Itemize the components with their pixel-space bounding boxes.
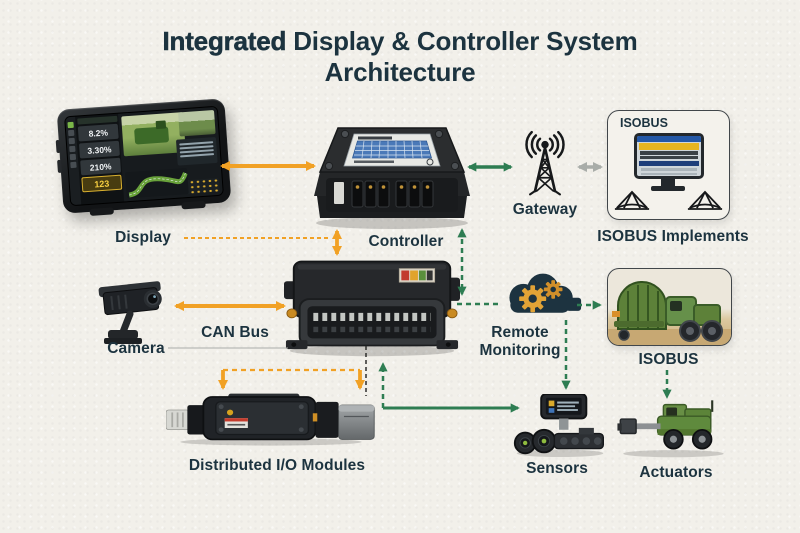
tablet-value-4: 123 xyxy=(81,174,123,193)
controller-device xyxy=(314,127,470,229)
tablet-value-1: 8.2% xyxy=(77,123,119,142)
monitor-stand xyxy=(661,179,675,186)
io-label xyxy=(224,418,248,428)
controller-connectors xyxy=(351,180,434,208)
actuators-vehicle-icon xyxy=(617,400,724,458)
can-bus-label: CAN Bus xyxy=(201,324,269,341)
tablet-info-panel xyxy=(175,136,218,166)
tablet-value-2: 3.30% xyxy=(78,140,120,159)
controller-screws xyxy=(324,129,460,171)
io-modules-label: Distributed I/O Modules xyxy=(188,457,366,474)
sensors-label: Sensors xyxy=(526,460,588,477)
guidance-path-icon xyxy=(128,172,188,198)
page-title: Integrated Display & Controller System A… xyxy=(0,26,800,88)
gear-icon xyxy=(519,280,563,313)
ecu-color-label xyxy=(398,268,436,283)
gateway-antenna-icon xyxy=(525,130,565,196)
display-device: 8.2% 3.30% 210% 123 xyxy=(55,98,232,216)
tablet-foot xyxy=(89,207,114,216)
remote-monitoring-label: Remote Monitoring xyxy=(479,324,561,359)
cloud-shape xyxy=(509,273,582,313)
central-io-controller-device xyxy=(284,260,460,357)
io-module-device xyxy=(166,393,375,446)
tablet-value-column: 8.2% 3.30% 210% 123 xyxy=(75,114,124,205)
controller-label: Controller xyxy=(368,233,444,250)
title-emphasis: Integrated xyxy=(162,26,287,57)
controller-label xyxy=(343,133,441,167)
vt-monitor-screen xyxy=(637,136,701,176)
implement-frame-icon xyxy=(687,190,723,210)
monitor-base xyxy=(651,186,685,191)
tablet-button xyxy=(55,139,61,154)
tablet-button xyxy=(57,159,62,174)
isobus-implements-box: ISOBUS xyxy=(607,110,730,220)
title-rest: Display & Controller System xyxy=(286,26,638,56)
sensors-device xyxy=(513,394,604,458)
camera-label: Camera xyxy=(107,340,165,357)
display-label: Display xyxy=(115,229,171,246)
tablet-foot xyxy=(181,200,206,210)
tablet-landscape-photo xyxy=(178,110,216,137)
harvester-thumbnail xyxy=(134,126,170,145)
tablet-value-3: 210% xyxy=(80,157,122,176)
io-warning-dot xyxy=(226,409,234,416)
isobus-machine-label: ISOBUS xyxy=(638,351,699,368)
camera-icon xyxy=(98,281,162,344)
isobus-implements-label: ISOBUS Implements xyxy=(597,228,749,245)
vt-monitor xyxy=(634,133,704,179)
tablet-screen: 8.2% 3.30% 210% 123 xyxy=(64,105,224,207)
tablet-main-view xyxy=(117,106,223,202)
actuators-label: Actuators xyxy=(639,464,713,481)
title-line2: Architecture xyxy=(324,57,476,87)
isobus-machine-box xyxy=(607,268,732,346)
controller-side-label xyxy=(334,182,344,204)
remote-monitoring-cloud-icon xyxy=(509,273,582,313)
implement-frame-icon xyxy=(614,190,650,210)
baler-machine-icon xyxy=(608,281,731,345)
title-line1: Integrated Display & Controller System xyxy=(0,26,800,57)
gateway-label: Gateway xyxy=(512,201,578,218)
isobus-implements-box-title: ISOBUS xyxy=(620,116,668,130)
tablet-guidance-map xyxy=(125,168,189,199)
